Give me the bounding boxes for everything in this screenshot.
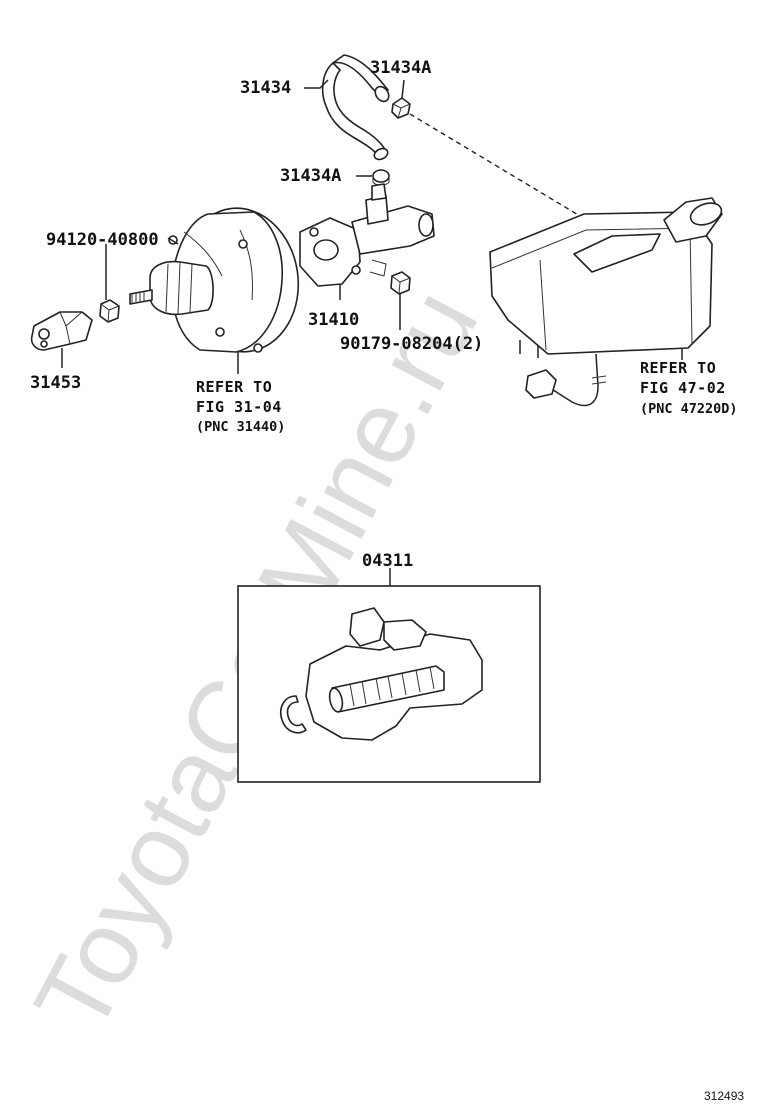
master-cylinder-31410 [299,183,435,287]
booster-ref-line2: FIG 31-04 [196,398,282,416]
figure-number: 312493 [704,1089,744,1103]
kit-04311[interactable] [237,585,541,783]
clevis-31453[interactable] [30,311,93,351]
clamp-31434a-mid[interactable] [372,169,390,186]
reservoir-ref-line3: (PNC 47220D) [640,401,738,417]
label-31410[interactable]: 31410 [308,310,359,330]
brake-fluid-reservoir [489,197,723,407]
hose-31434[interactable] [321,54,392,161]
label-31434a-top[interactable]: 31434A [370,58,431,78]
booster-ref-line1: REFER TO [196,378,272,396]
booster-ref-line3: (PNC 31440) [196,419,285,435]
reservoir-ref-line2: FIG 47-02 [640,379,726,397]
clamp-31434a-top[interactable] [391,97,411,119]
label-04311[interactable]: 04311 [362,551,413,571]
dashed-connection [409,113,581,217]
nut-94120-40800[interactable] [99,299,120,323]
brake-booster [129,207,300,353]
leader-lines [61,79,683,586]
label-90179-08204[interactable]: 90179-08204(2) [340,334,483,354]
nut-90179-08204[interactable] [390,271,411,295]
label-94120-40800[interactable]: 94120-40800 [46,230,159,250]
label-31434[interactable]: 31434 [240,78,291,98]
reservoir-ref-line1: REFER TO [640,359,716,377]
label-31453[interactable]: 31453 [30,373,81,393]
label-31434a-mid[interactable]: 31434A [280,166,341,186]
